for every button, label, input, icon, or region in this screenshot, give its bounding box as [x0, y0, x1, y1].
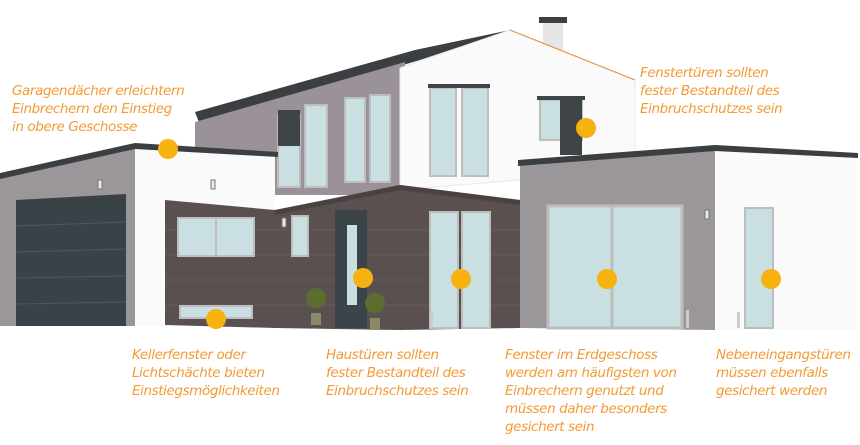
chimney [543, 22, 563, 52]
annotation-ground-floor-windows: Fenster im Erdgeschoss werden am häufigs… [505, 347, 677, 435]
plant-right [365, 293, 385, 330]
marker-ground-floor-windows-1[interactable] [451, 269, 471, 289]
marker-garage-roof[interactable] [158, 139, 178, 159]
garage-door [16, 194, 126, 326]
side-door [744, 207, 774, 329]
annotation-side-doors: Nebeneingangstüren müssen ebenfalls gesi… [716, 347, 851, 399]
marker-side-doors[interactable] [761, 269, 781, 289]
plant-left [306, 288, 326, 325]
marker-front-doors[interactable] [353, 268, 373, 288]
annotation-balcony-doors: Fenstertüren sollten fester Bestandteil … [640, 65, 783, 117]
right-wing-white [715, 148, 856, 330]
marker-balcony-doors[interactable] [576, 118, 596, 138]
annotation-front-doors: Haustüren sollten fester Bestandteil des… [326, 347, 469, 399]
annotation-garage-roof: Garagendächer erleichtern Einbrechern de… [12, 83, 185, 135]
marker-basement-windows[interactable] [206, 309, 226, 329]
marker-ground-floor-windows-2[interactable] [597, 269, 617, 289]
annotation-basement-windows: Kellerfenster oder Lichtschächte bieten … [132, 347, 280, 399]
garage-roof [0, 143, 278, 179]
sliding-window [546, 204, 684, 330]
